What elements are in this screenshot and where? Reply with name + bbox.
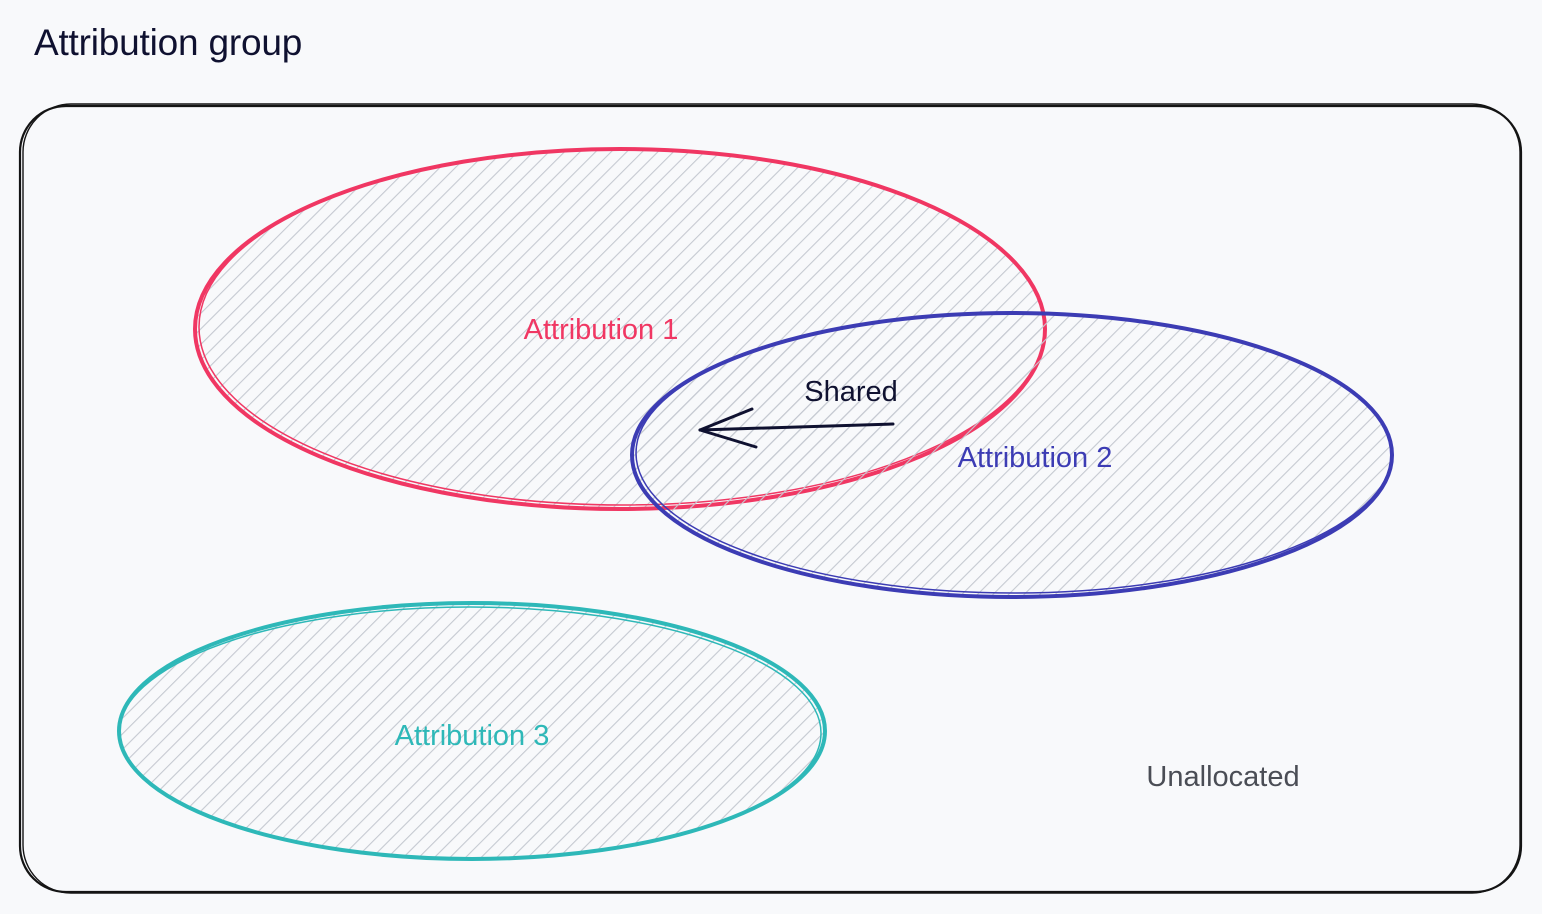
label-attribution-1: Attribution 1	[524, 314, 679, 346]
region-attribution-3[interactable]	[117, 601, 827, 861]
label-shared: Shared	[804, 376, 898, 408]
group-frame	[18, 103, 1523, 894]
region-attribution-2[interactable]	[630, 311, 1394, 599]
label-attribution-3: Attribution 3	[395, 720, 550, 752]
label-unallocated: Unallocated	[1146, 761, 1299, 793]
label-attribution-2: Attribution 2	[958, 442, 1113, 474]
shared-arrow	[698, 407, 895, 449]
page-title: Attribution group	[34, 22, 303, 63]
